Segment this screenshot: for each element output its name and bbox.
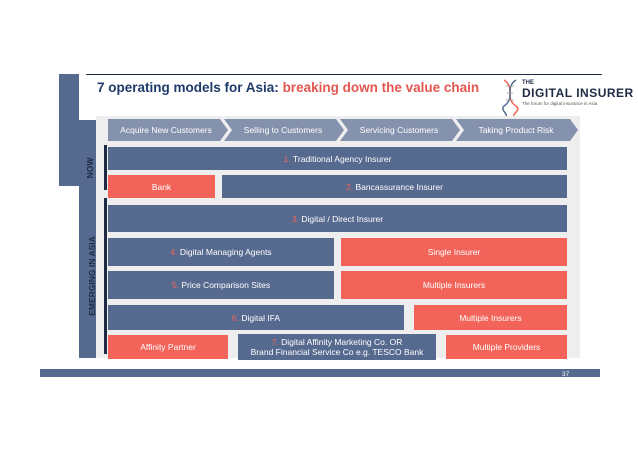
value-chain-arrows bbox=[108, 119, 578, 141]
model-1-label: Traditional Agency Insurer bbox=[293, 153, 392, 164]
header-accent-block bbox=[59, 74, 79, 186]
model-4-label: Digital Managing Agents bbox=[179, 247, 272, 257]
model-1-number: 1. bbox=[283, 153, 291, 164]
emerging-bracket bbox=[104, 198, 107, 354]
model-7-digital-affinity: 7. Digital Affinity Marketing Co. OR Bra… bbox=[238, 334, 436, 360]
now-bracket bbox=[104, 145, 107, 190]
stage-acquire: Acquire New Customers bbox=[120, 125, 212, 135]
logo-text-brand: DIGITAL INSURER bbox=[522, 86, 634, 100]
affinity-partner-box: Affinity Partner bbox=[108, 335, 228, 359]
model-7-label-line2: Brand Financial Service Co e.g. TESCO Ba… bbox=[250, 347, 424, 357]
model-5-label: Price Comparison Sites bbox=[181, 280, 271, 290]
multiple-providers-box: Multiple Providers bbox=[446, 335, 567, 359]
model-1-traditional-agency: 1. Traditional Agency Insurer bbox=[108, 147, 567, 170]
model-5-number: 5. bbox=[171, 280, 179, 290]
model-4-number: 4. bbox=[170, 247, 178, 257]
model-3-number: 3. bbox=[291, 213, 299, 224]
model-5-price-comparison: 5. Price Comparison Sites bbox=[108, 271, 334, 299]
model-3-digital-direct: 3. Digital / Direct Insurer bbox=[108, 205, 567, 232]
multiple-insurers-box-1: Multiple Insurers bbox=[341, 271, 567, 299]
model-7-label: Digital Affinity Marketing Co. OR bbox=[281, 337, 403, 347]
model-6-digital-ifa: 6. Digital IFA bbox=[108, 305, 404, 330]
section-label-emerging: EMERGING IN ASIA bbox=[87, 236, 97, 316]
stage-servicing: Servicing Customers bbox=[359, 125, 439, 135]
model-7-number: 7. bbox=[271, 337, 279, 347]
logo-tagline: The forum for digital insurance in Asia bbox=[522, 101, 598, 106]
dna-logo-icon bbox=[502, 79, 519, 116]
title-highlight: breaking down the value chain bbox=[282, 80, 480, 95]
model-3-label: Digital / Direct Insurer bbox=[301, 213, 384, 224]
stage-selling: Selling to Customers bbox=[243, 125, 323, 135]
header-rule bbox=[86, 74, 602, 75]
slide-title: 7 operating models for Asia: breaking do… bbox=[97, 80, 479, 95]
multiple-insurers-box-2: Multiple Insurers bbox=[414, 305, 567, 330]
left-section-band bbox=[79, 120, 96, 358]
bank-box: Bank bbox=[108, 175, 215, 198]
model-2-number: 2. bbox=[346, 181, 354, 192]
model-2-bancassurance: 2. Bancassurance Insurer bbox=[222, 175, 567, 198]
model-4-digital-managing-agents: 4. Digital Managing Agents bbox=[108, 238, 334, 266]
page-number: 37 bbox=[562, 371, 570, 378]
model-6-label: Digital IFA bbox=[241, 312, 281, 323]
stage-risk: Taking Product Risk bbox=[478, 125, 554, 135]
model-6-number: 6. bbox=[231, 312, 239, 323]
single-insurer-box: Single Insurer bbox=[341, 238, 567, 266]
title-prefix: 7 operating models for Asia: bbox=[97, 80, 279, 95]
logo-text-the: THE bbox=[522, 80, 534, 86]
footer-band bbox=[40, 369, 600, 377]
section-label-now: NOW bbox=[85, 157, 95, 179]
model-2-label: Bancassurance Insurer bbox=[355, 181, 443, 192]
